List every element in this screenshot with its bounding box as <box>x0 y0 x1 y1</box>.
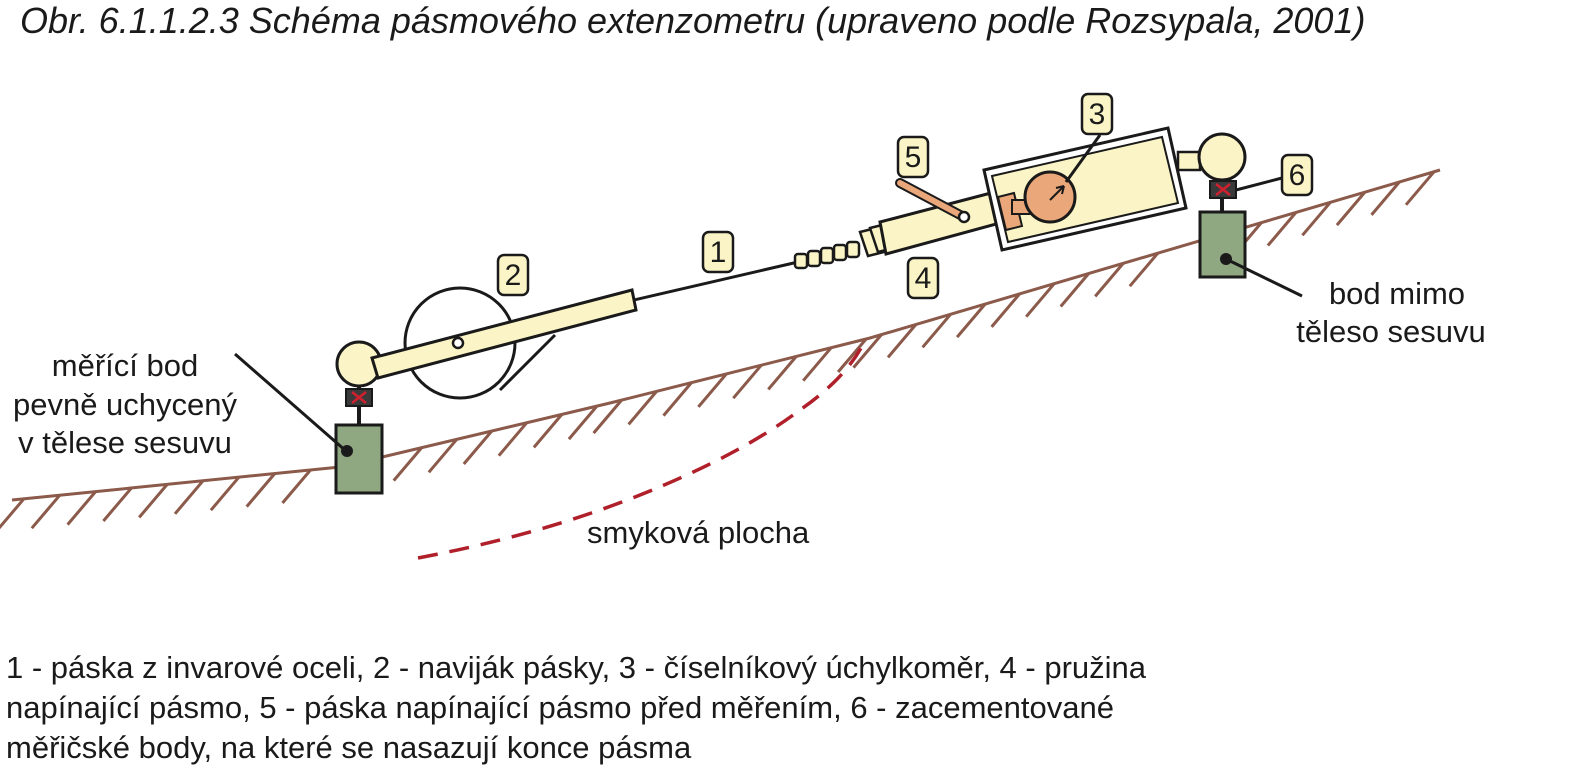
ground-hatch <box>886 323 918 359</box>
tape-reel <box>370 286 638 400</box>
svg-text:3: 3 <box>1089 98 1106 131</box>
svg-text:5: 5 <box>905 141 922 174</box>
ground-hatch <box>138 483 169 519</box>
ground-hatch <box>767 355 798 391</box>
ground-hatch <box>245 472 276 508</box>
legend-line: 1 - páska z invarové oceli, 2 - naviják … <box>6 650 1147 685</box>
ground-hatch <box>732 364 763 400</box>
svg-text:6: 6 <box>1289 159 1306 192</box>
ground-surface <box>0 168 1441 530</box>
label-measuring-point-line1: měřící bod <box>52 348 198 383</box>
ground-hatch <box>30 494 61 530</box>
callout-1: 1 <box>701 230 735 274</box>
ground-hatch <box>955 303 987 339</box>
ground-hatch <box>627 390 658 426</box>
legend: 1 - páska z invarové oceli, 2 - naviják … <box>6 648 1146 768</box>
leader-lines <box>234 134 1303 453</box>
svg-text:4: 4 <box>915 262 932 295</box>
legend-line: napínající pásmo, 5 - páska napínající p… <box>6 690 1114 725</box>
ground-hatch <box>1059 272 1090 308</box>
right-anchor <box>1197 132 1247 279</box>
ground-hatch <box>836 338 868 373</box>
label-measuring-point-line3: v tělese sesuvu <box>18 425 232 460</box>
ground-hatch <box>392 446 423 482</box>
ground-hatch <box>802 346 833 382</box>
ground-hatch <box>1335 191 1367 227</box>
label-slip-surface: smyková plocha <box>587 515 810 550</box>
svg-text:1: 1 <box>710 236 727 269</box>
ground-hatch <box>462 430 493 465</box>
ground-hatch <box>592 399 623 435</box>
tension-lever <box>895 178 971 224</box>
ground-hatch <box>1370 180 1401 216</box>
ground-hatch <box>697 372 728 408</box>
left-anchor <box>334 340 384 495</box>
ground-hatch <box>1094 262 1125 298</box>
label-outside-point-line1: bod mimo <box>1329 276 1465 311</box>
ground-hatch <box>0 497 26 530</box>
callout-5: 5 <box>896 135 930 179</box>
ground-hatch <box>852 333 883 369</box>
ground-hatch <box>1404 170 1436 206</box>
ground-hatch <box>66 490 97 526</box>
ground-hatch <box>1128 252 1159 288</box>
dial-gauge-housing <box>982 126 1188 252</box>
ground-hatch <box>1025 282 1056 318</box>
ground-hatch <box>427 438 458 474</box>
svg-text:2: 2 <box>505 259 522 292</box>
invar-tape <box>633 260 799 302</box>
ground-hatch <box>921 313 952 349</box>
ground-hatch <box>1301 201 1332 237</box>
label-measuring-point-line2: pevně uchycený <box>13 387 238 422</box>
label-outside-point-line2: těleso sesuvu <box>1296 314 1486 349</box>
ground-hatch <box>990 292 1021 328</box>
ground-hatch <box>1266 211 1298 247</box>
figure-title: Obr. 6.1.1.2.3 Schéma pásmového extenzom… <box>20 0 1366 41</box>
callout-4: 4 <box>906 256 940 300</box>
tension-spring <box>793 223 892 270</box>
ground-hatch <box>532 413 564 449</box>
right-connector <box>1176 150 1202 172</box>
slip-surface-line <box>417 337 868 560</box>
ground-hatch <box>497 421 528 457</box>
ground-hatch <box>662 381 693 417</box>
legend-line: měřičské body, na které se nasazují konc… <box>6 730 692 765</box>
callout-3: 3 <box>1080 92 1114 136</box>
ground-hatch <box>281 469 312 504</box>
ground-hatch <box>173 479 205 515</box>
callout-2: 2 <box>496 253 530 297</box>
extensometer-diagram: 1 2 3 4 5 6 měřící bod pevně uchycený v … <box>0 92 1486 560</box>
ground-hatch <box>209 476 241 512</box>
ground-hatch <box>102 487 133 522</box>
callout-6: 6 <box>1280 153 1314 197</box>
ground-hatch <box>567 405 599 441</box>
